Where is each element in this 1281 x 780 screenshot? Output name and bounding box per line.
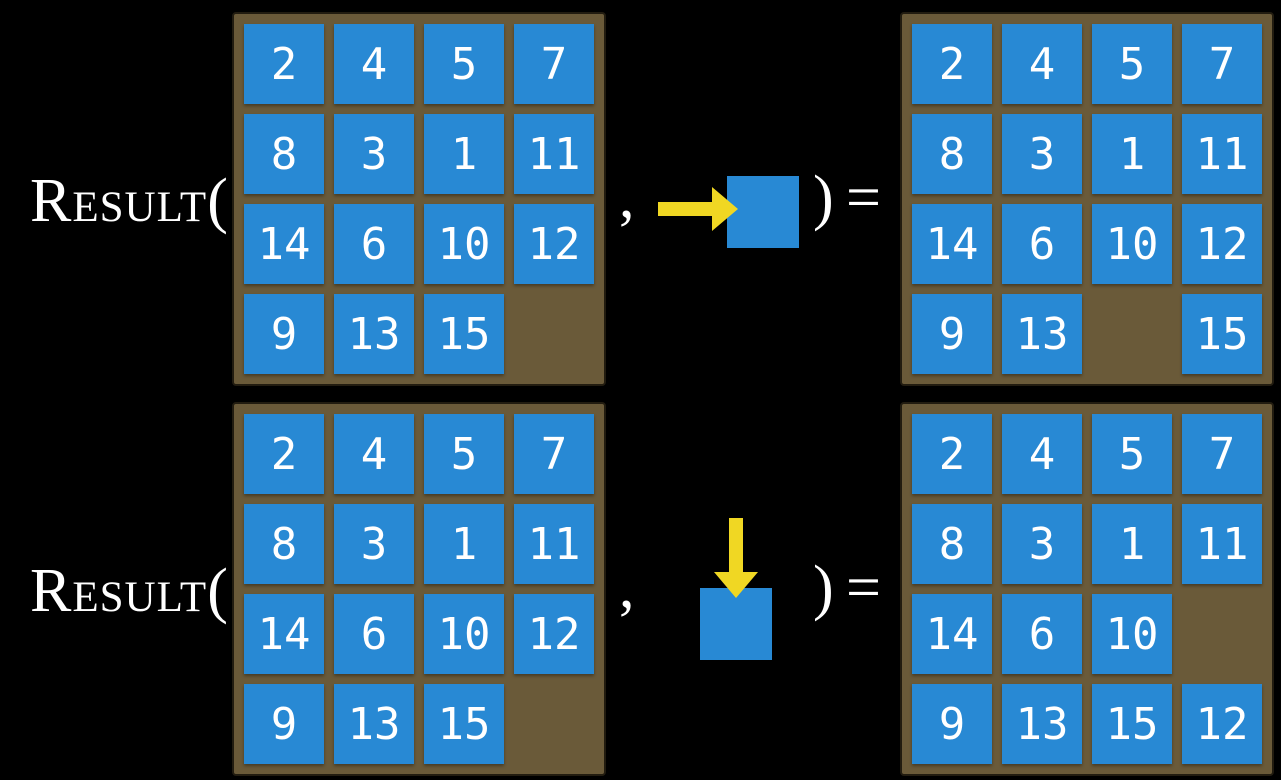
puzzle-tile: 15 <box>1092 684 1172 764</box>
puzzle-tile <box>514 684 594 764</box>
puzzle-board-after-1: 2 4 5 7 8 3 1 11 14 6 10 12 9 13 15 <box>900 12 1274 386</box>
puzzle-tile: 14 <box>912 594 992 674</box>
puzzle-tile <box>1182 594 1262 674</box>
puzzle-tile: 3 <box>334 114 414 194</box>
open-paren: ( <box>207 557 228 625</box>
puzzle-board-before-2: 2 4 5 7 8 3 1 11 14 6 10 12 9 13 15 <box>232 402 606 776</box>
puzzle-tile: 14 <box>912 204 992 284</box>
puzzle-tile <box>514 294 594 374</box>
puzzle-tile: 1 <box>1092 504 1172 584</box>
puzzle-tile: 6 <box>1002 594 1082 674</box>
puzzle-tile: 15 <box>424 294 504 374</box>
result-function-name: Result <box>30 167 208 235</box>
puzzle-tile: 2 <box>244 414 324 494</box>
puzzle-tile: 10 <box>424 594 504 674</box>
puzzle-tile: 13 <box>1002 684 1082 764</box>
puzzle-tile: 13 <box>334 294 414 374</box>
puzzle-tile: 3 <box>1002 504 1082 584</box>
puzzle-tile: 9 <box>244 684 324 764</box>
puzzle-tile: 15 <box>1182 294 1262 374</box>
puzzle-tile: 13 <box>1002 294 1082 374</box>
puzzle-tile: 11 <box>514 504 594 584</box>
puzzle-tile: 1 <box>424 114 504 194</box>
puzzle-tile: 8 <box>912 114 992 194</box>
blank-tile-action-square <box>727 176 799 248</box>
puzzle-tile: 12 <box>514 204 594 284</box>
puzzle-tile: 8 <box>912 504 992 584</box>
puzzle-tile: 2 <box>912 24 992 104</box>
close-paren: ) <box>813 164 834 232</box>
puzzle-tile: 3 <box>1002 114 1082 194</box>
result-expression-label: Result( <box>30 170 228 232</box>
puzzle-tile: 11 <box>514 114 594 194</box>
puzzle-tile: 1 <box>424 504 504 584</box>
puzzle-board-before-1: 2 4 5 7 8 3 1 11 14 6 10 12 9 13 15 <box>232 12 606 386</box>
puzzle-tile: 9 <box>912 684 992 764</box>
equals-sign: = <box>846 554 881 622</box>
blank-tile-action-square <box>700 588 772 660</box>
puzzle-tile: 7 <box>514 24 594 104</box>
puzzle-tile: 2 <box>244 24 324 104</box>
equals-sign: = <box>846 164 881 232</box>
puzzle-tile: 7 <box>1182 414 1262 494</box>
puzzle-tile: 8 <box>244 114 324 194</box>
comma-separator: , <box>619 553 635 621</box>
puzzle-tile: 9 <box>244 294 324 374</box>
puzzle-tile: 4 <box>1002 24 1082 104</box>
puzzle-tile: 10 <box>424 204 504 284</box>
puzzle-tile: 12 <box>514 594 594 674</box>
puzzle-tile: 7 <box>514 414 594 494</box>
puzzle-tile: 6 <box>334 204 414 284</box>
puzzle-tile: 5 <box>424 414 504 494</box>
arrow-down-icon <box>714 518 758 598</box>
puzzle-board-after-2: 2 4 5 7 8 3 1 11 14 6 10 9 13 15 12 <box>900 402 1274 776</box>
puzzle-tile: 14 <box>244 204 324 284</box>
puzzle-tile: 12 <box>1182 684 1262 764</box>
puzzle-tile: 6 <box>1002 204 1082 284</box>
puzzle-tile: 9 <box>912 294 992 374</box>
puzzle-tile: 7 <box>1182 24 1262 104</box>
puzzle-tile: 14 <box>244 594 324 674</box>
puzzle-tile: 10 <box>1092 204 1172 284</box>
puzzle-tile: 5 <box>1092 414 1172 494</box>
puzzle-tile: 8 <box>244 504 324 584</box>
puzzle-tile: 11 <box>1182 504 1262 584</box>
open-paren: ( <box>207 167 228 235</box>
result-expression-label: Result( <box>30 560 228 622</box>
puzzle-tile: 4 <box>334 414 414 494</box>
puzzle-tile: 11 <box>1182 114 1262 194</box>
puzzle-tile: 5 <box>424 24 504 104</box>
puzzle-tile: 10 <box>1092 594 1172 674</box>
puzzle-tile: 6 <box>334 594 414 674</box>
puzzle-tile: 5 <box>1092 24 1172 104</box>
puzzle-tile: 4 <box>1002 414 1082 494</box>
close-paren: ) <box>813 554 834 622</box>
comma-separator: , <box>619 163 635 231</box>
arrow-right-icon <box>658 187 738 231</box>
puzzle-tile: 13 <box>334 684 414 764</box>
puzzle-tile: 4 <box>334 24 414 104</box>
puzzle-tile: 12 <box>1182 204 1262 284</box>
puzzle-tile <box>1092 294 1172 374</box>
puzzle-tile: 15 <box>424 684 504 764</box>
puzzle-tile: 3 <box>334 504 414 584</box>
result-function-name: Result <box>30 557 208 625</box>
puzzle-tile: 2 <box>912 414 992 494</box>
puzzle-tile: 1 <box>1092 114 1172 194</box>
